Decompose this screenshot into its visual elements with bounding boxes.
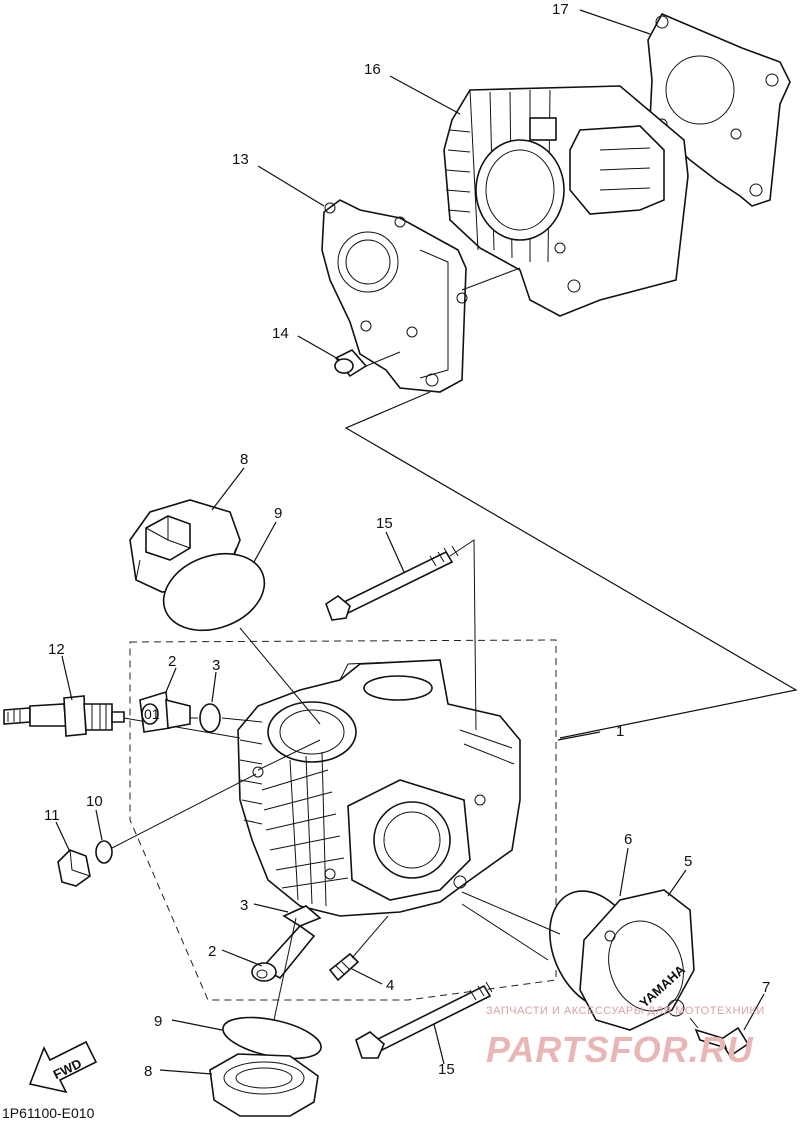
- callout-10: 10: [86, 793, 103, 810]
- guide-cover: [461, 891, 561, 961]
- bolt-7: [694, 1026, 750, 1058]
- callout-numbers: 17 16 13 14 8 9 15 12 2 3 1 11 10 6 5 3 …: [44, 1, 770, 1080]
- base-gasket-13: [321, 199, 468, 393]
- cylinder-16: [443, 85, 689, 317]
- guide-dowel: [365, 351, 401, 367]
- watermark-tagline: ЗАПЧАСТИ И АКСЕССУАРЫ ДЛЯ МОТОТЕХНИКИ: [486, 1005, 765, 1017]
- cylinder-head-1: [237, 659, 521, 917]
- callout-4: 4: [386, 977, 394, 994]
- callout-9-upper: 9: [274, 505, 282, 522]
- callout-1: 1: [616, 723, 624, 740]
- guide-upper-cap: [239, 627, 321, 725]
- valve-guide-2-lower: [251, 924, 316, 982]
- callout-3-lower: 3: [240, 897, 248, 914]
- cap-nut-11: [57, 849, 91, 887]
- callout-3-upper: 3: [212, 657, 220, 674]
- guide-bolt-7: [689, 1017, 699, 1029]
- guide-lower-cap: [273, 917, 297, 1021]
- fwd-arrow-icon: FWD: [28, 1040, 98, 1094]
- valve-guide-2-upper: 01: [139, 690, 191, 733]
- o-ring-3-upper: [199, 703, 221, 733]
- washer-10: [95, 840, 113, 864]
- guide-stud: [351, 915, 389, 959]
- spark-plug-12: [3, 695, 125, 737]
- callout-6: 6: [624, 831, 632, 848]
- callout-13: 13: [232, 151, 249, 168]
- callout-15-lower: 15: [438, 1061, 455, 1078]
- callout-9-lower: 9: [154, 1013, 162, 1030]
- guide-gasket-cylinder: [461, 267, 521, 291]
- callout-12: 12: [48, 641, 65, 658]
- callout-5: 5: [684, 853, 692, 870]
- callout-15-upper: 15: [376, 515, 393, 532]
- stud-4: [328, 952, 360, 982]
- callout-17: 17: [552, 1, 569, 18]
- callout-14: 14: [272, 325, 289, 342]
- stud-bolt-15-lower: [355, 981, 493, 1059]
- callout-2-upper: 2: [168, 653, 176, 670]
- o-ring-9-upper: [162, 552, 266, 632]
- diagram-code: 1P61100-E010: [2, 1105, 95, 1121]
- callout-8-lower: 8: [144, 1063, 152, 1080]
- filler-cap-8-lower: [209, 1053, 319, 1117]
- guide-nut: [111, 773, 257, 849]
- callout-7: 7: [762, 979, 770, 996]
- leader-lines: [55, 9, 765, 1075]
- stud-bolt-15-upper: [325, 545, 459, 621]
- callout-11: 11: [44, 807, 60, 824]
- callout-8-upper: 8: [240, 451, 248, 468]
- guide-bolt-upper: [449, 539, 477, 731]
- spark-plug-marking: 01: [144, 706, 160, 722]
- guide-valve-upper: [190, 717, 263, 723]
- watermark-brand: PARTSFOR.RU: [486, 1029, 754, 1070]
- watermark: ЗАПЧАСТИ И АКСЕССУАРЫ ДЛЯ МОТОТЕХНИКИ PA…: [486, 1005, 765, 1070]
- callout-16: 16: [364, 61, 381, 78]
- assembly-boundary: [129, 639, 557, 1001]
- callout-2-lower: 2: [208, 943, 216, 960]
- assembly-guide-upper: [344, 391, 798, 739]
